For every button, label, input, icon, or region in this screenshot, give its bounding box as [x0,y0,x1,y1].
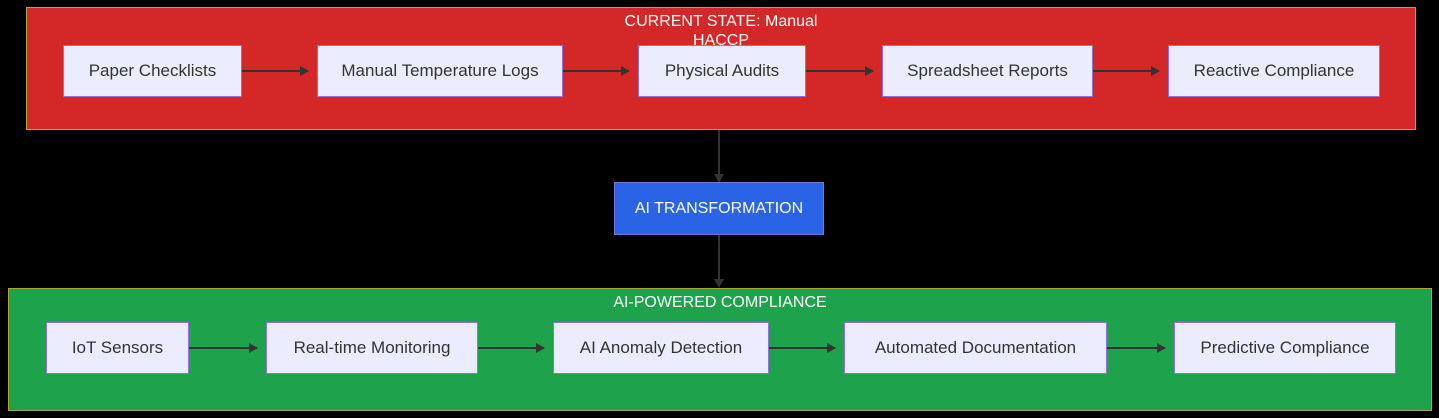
node-realtime-monitoring: Real-time Monitoring [266,322,478,374]
node-ai-transformation: AI TRANSFORMATION [614,182,824,235]
node-manual-temperature-logs: Manual Temperature Logs [317,45,563,97]
arrowhead-down-icon [714,279,724,288]
arrowhead-icon [827,343,836,353]
arrow-transformation-to-aipowered [714,235,724,288]
arrow-current-to-transformation [714,130,724,183]
arrow-documentation-to-predictive [1107,343,1166,353]
arrowhead-icon [249,343,258,353]
node-automated-documentation: Automated Documentation [844,322,1107,374]
arrow-reports-to-reactive [1093,66,1160,76]
arrowhead-icon [536,343,545,353]
arrow-anomaly-to-documentation [769,343,836,353]
arrow-iot-to-monitoring [189,343,258,353]
cluster-ai-powered-title-line1: AI-POWERED COMPLIANCE [613,294,827,311]
arrowhead-icon [1151,66,1160,76]
arrow-monitoring-to-anomaly [478,343,545,353]
node-paper-checklists: Paper Checklists [63,45,242,97]
arrow-templogs-to-audits [563,66,630,76]
arrowhead-icon [300,66,309,76]
node-reactive-compliance: Reactive Compliance [1168,45,1380,97]
cluster-current-state-title: CURRENT STATE: Manual HACCP [27,12,1415,50]
arrowhead-icon [865,66,874,76]
arrowhead-icon [1157,343,1166,353]
cluster-current-state: CURRENT STATE: Manual HACCP Paper Checkl… [26,7,1416,130]
arrow-audits-to-reports [806,66,874,76]
node-iot-sensors: IoT Sensors [46,322,189,374]
node-ai-anomaly-detection: AI Anomaly Detection [553,322,769,374]
arrow-paper-to-templogs [242,66,309,76]
cluster-ai-powered: AI-POWERED COMPLIANCE IoT Sensors Real-t… [8,288,1432,411]
cluster-current-state-title-line1: CURRENT STATE: Manual [624,13,818,30]
node-spreadsheet-reports: Spreadsheet Reports [882,45,1093,97]
node-predictive-compliance: Predictive Compliance [1174,322,1396,374]
cluster-ai-powered-title: AI-POWERED COMPLIANCE [9,293,1431,312]
cluster-current-state-title-line2: HACCP [692,32,749,49]
node-physical-audits: Physical Audits [638,45,806,97]
arrowhead-icon [621,66,630,76]
arrowhead-down-icon [714,174,724,183]
